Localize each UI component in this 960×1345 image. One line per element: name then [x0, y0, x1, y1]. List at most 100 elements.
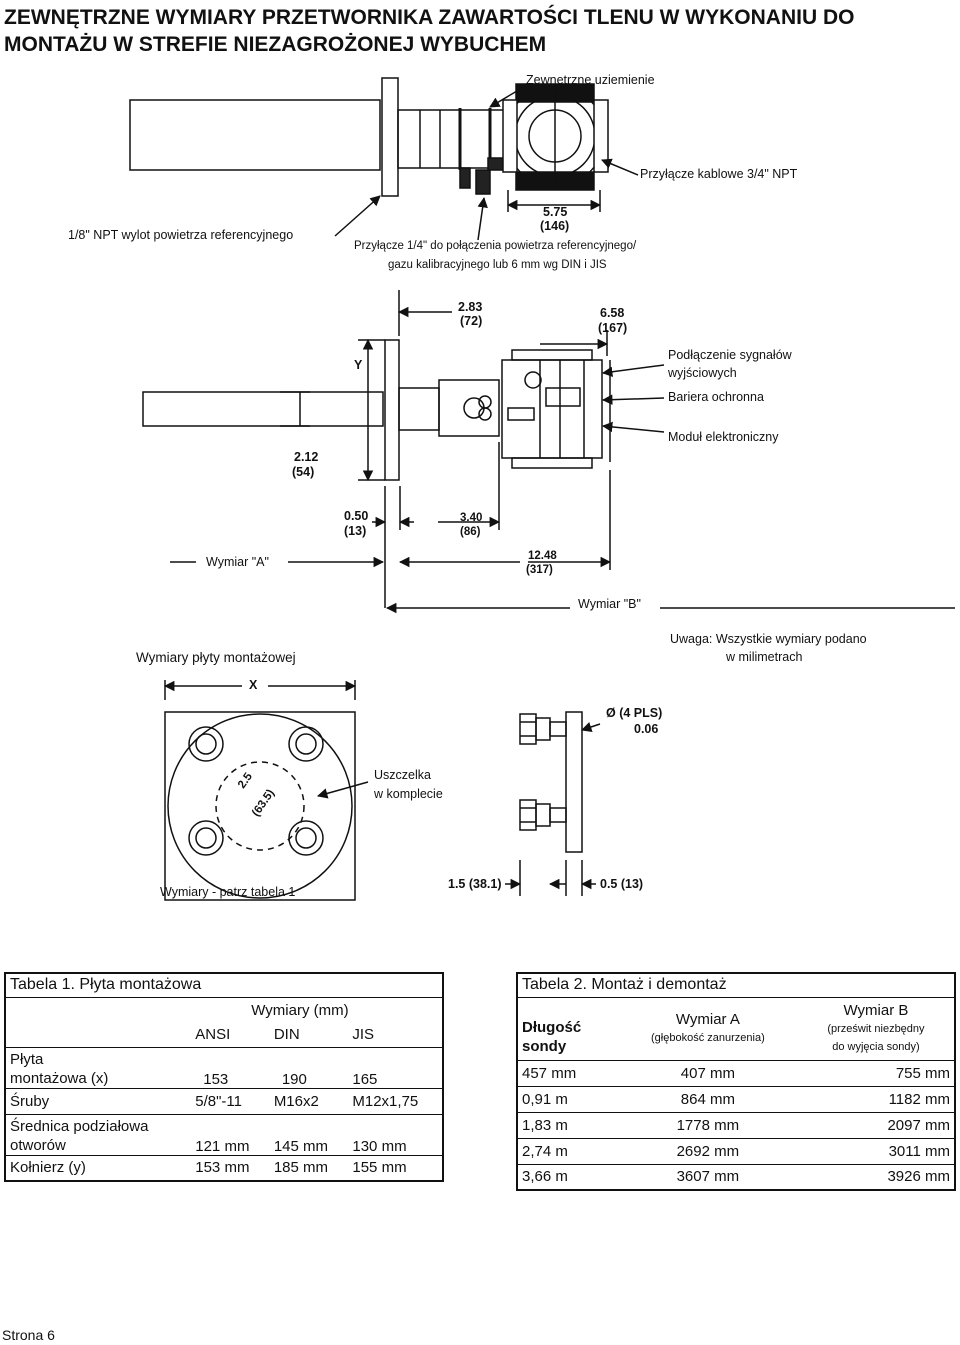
dim-hole-tol: 0.06 — [634, 722, 659, 736]
stud-upper — [519, 713, 567, 745]
table-row: 3,66 m 3607 mm 3926 mm — [517, 1164, 955, 1190]
bolt-holes — [188, 726, 324, 856]
col-header-dim-a: Wymiar A — [675, 1010, 740, 1028]
dim-283: 2.83 — [458, 300, 483, 314]
dim-15: 1.5 (38.1) — [448, 877, 502, 891]
dim-x: X — [249, 678, 258, 692]
col-header-length: Długość — [522, 1018, 582, 1036]
cell: 145 mm — [273, 1137, 328, 1155]
dim-340: 3.40 — [460, 512, 483, 524]
label-ref-conn-2: gazu kalibracyjnego lub 6 mm wg DIN i JI… — [388, 259, 607, 271]
row-label: montażowa (x) — [10, 1069, 109, 1087]
label-signal-1: Podłączenie sygnałów — [668, 348, 792, 362]
cell: 1,83 m — [522, 1116, 568, 1134]
plate-note-1: Uwaga: Wszystkie wymiary podano — [670, 632, 867, 646]
table-row: 2,74 m 2692 mm 3011 mm — [517, 1138, 955, 1164]
label-ref-air-outlet: 1/8" NPT wylot powietrza referencyjnego — [68, 228, 294, 242]
cell: 864 mm — [680, 1090, 735, 1108]
dimension-drawing — [129, 77, 955, 901]
probe-tube-top — [129, 99, 381, 171]
dim-05: 0.5 (13) — [600, 877, 644, 891]
page-footer: Strona 6 — [2, 1327, 55, 1343]
stud-lower — [519, 799, 567, 831]
dim-146: (146) — [540, 219, 570, 233]
table1-col-jis: JIS — [352, 1026, 375, 1044]
table1-col-ansi: ANSI — [195, 1026, 231, 1044]
row-label: Płyta — [10, 1050, 44, 1068]
row-label: otworów — [10, 1136, 66, 1154]
plate-square — [164, 711, 356, 901]
row-label: Śruby — [10, 1092, 50, 1110]
table-2: Tabela 2. Montaż i demontaż Długość sond… — [516, 972, 956, 1191]
dim-317: (317) — [526, 564, 553, 576]
cell: 190 — [281, 1070, 307, 1088]
table-row: 1,83 m 1778 mm 2097 mm — [517, 1112, 955, 1138]
col-header-dim-b-sub-2: do wyjęcia sondy) — [832, 1040, 920, 1053]
label-dim-a: Wymiar "A" — [206, 555, 269, 569]
cell: 121 mm — [195, 1137, 250, 1155]
flange-top — [381, 77, 399, 197]
table1-caption: Tabela 1. Płyta montażowa — [10, 976, 202, 994]
side-view-drawing — [142, 290, 955, 614]
cell: 5/8"-11 — [195, 1092, 242, 1110]
cell: 153 mm — [195, 1159, 250, 1177]
label-cable: Przyłącze kablowe 3/4" NPT — [640, 167, 798, 181]
col-header-length-2: sondy — [522, 1037, 567, 1055]
table1-col-din: DIN — [273, 1026, 300, 1044]
probe-tube-side — [142, 391, 384, 427]
row-label: Kołnierz (y) — [10, 1159, 86, 1177]
cell: 407 mm — [680, 1064, 735, 1082]
label-dim-b: Wymiar "B" — [578, 597, 641, 611]
adapter-side — [438, 379, 500, 437]
table-1: Tabela 1. Płyta montażowa Wymiary (mm) A… — [4, 972, 444, 1182]
dim-86: (86) — [460, 526, 481, 538]
table-row: 0,91 m 864 mm 1182 mm — [517, 1086, 955, 1112]
cell: M16x2 — [273, 1092, 319, 1110]
cell: 155 mm — [352, 1159, 407, 1177]
table-row: 457 mm 407 mm 755 mm — [517, 1060, 955, 1086]
label-see-table: Wymiary - patrz tabela 1 — [160, 885, 296, 899]
dim-050: 0.50 — [344, 509, 369, 523]
cell: 1182 mm — [888, 1090, 950, 1108]
dim-54: (54) — [292, 465, 315, 479]
table-row: Śruby 5/8"-11 M16x2 M12x1,75 — [5, 1088, 443, 1114]
mounting-plate-drawing — [163, 680, 601, 901]
col-header-dim-a-sub: (głębokość zanurzenia) — [651, 1031, 765, 1044]
cell: 2097 mm — [887, 1116, 950, 1134]
plate-bolt-circle — [215, 761, 305, 851]
cell: 165 — [352, 1070, 378, 1088]
cell: 130 mm — [352, 1137, 407, 1155]
label-signal-2: wyjściowych — [668, 366, 737, 380]
cell: 3926 mm — [887, 1168, 950, 1186]
dim-72: (72) — [460, 314, 483, 328]
cell: 185 mm — [273, 1159, 328, 1177]
label-ref-conn-1: Przyłącze 1/4" do połączenia powietrza r… — [354, 240, 637, 252]
cell: M12x1,75 — [352, 1092, 419, 1110]
cell: 1778 mm — [676, 1116, 740, 1134]
label-gasket-1: Uszczelka — [374, 768, 431, 782]
label-barrier: Bariera ochronna — [668, 390, 764, 404]
cell: 755 mm — [895, 1064, 950, 1082]
housing-side — [501, 359, 603, 459]
cell: 457 mm — [522, 1064, 577, 1082]
page-title: ZEWNĘTRZNE WYMIARY PRZETWORNIKA ZAWARTOŚ… — [4, 6, 855, 56]
col-header-dim-b: Wymiar B — [843, 1001, 909, 1019]
cell: 3011 mm — [888, 1142, 950, 1160]
dim-575: 5.75 — [543, 205, 568, 219]
dim-y: Y — [354, 358, 363, 372]
plate-side — [565, 711, 583, 853]
flange-side — [384, 339, 400, 481]
cell: 2692 mm — [676, 1142, 740, 1160]
dim-1248: 12.48 — [528, 550, 557, 562]
dim-13: (13) — [344, 524, 367, 538]
cell: 3607 mm — [676, 1168, 740, 1186]
plate-note-2: w milimetrach — [726, 650, 803, 664]
cell: 0,91 m — [522, 1090, 568, 1108]
label-ground: Zewnętrzne uziemienie — [526, 73, 655, 87]
table2-caption: Tabela 2. Montaż i demontaż — [522, 976, 727, 994]
dim-658: 6.58 — [600, 306, 625, 320]
cell: 153 — [203, 1070, 229, 1088]
plate-flange-circle — [167, 713, 353, 899]
